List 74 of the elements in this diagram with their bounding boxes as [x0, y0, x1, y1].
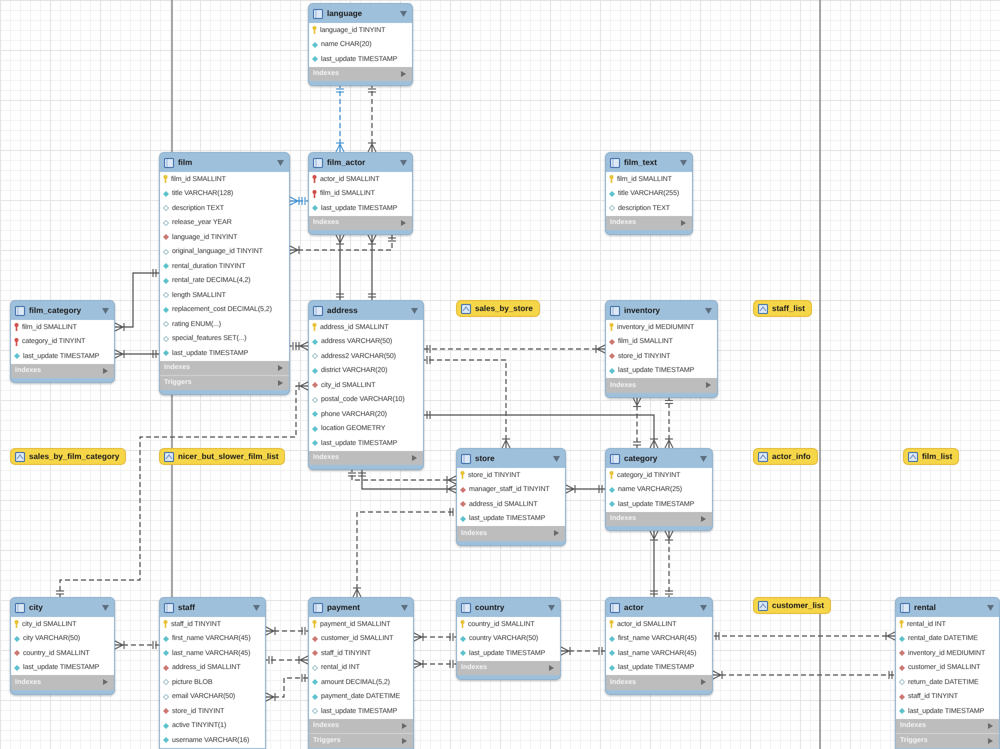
table-name: film_actor: [327, 158, 366, 167]
view-name: film_list: [922, 452, 952, 461]
view-badge: [753, 448, 818, 465]
table-name: staff: [178, 603, 196, 612]
relationship-line: [114, 268, 159, 332]
table-card: [605, 300, 718, 398]
relationship-line: [713, 632, 896, 640]
relationship-line: [566, 484, 605, 494]
relationship-line: [336, 86, 344, 152]
relationship-line: [290, 235, 396, 254]
table-name: category: [624, 454, 658, 463]
view-name: nicer_but_slower_film_list: [178, 452, 278, 461]
table-card: [308, 152, 413, 235]
table-name: payment: [327, 603, 361, 612]
table-card: [456, 448, 566, 546]
relationship-line: [336, 234, 344, 300]
view-name: staff_list: [772, 304, 805, 313]
view-name: sales_by_film_category: [29, 452, 120, 461]
table-name: film_category: [29, 306, 82, 315]
relationship-line: [266, 656, 308, 664]
table-name: city: [29, 603, 44, 612]
table-name: rental: [914, 603, 937, 612]
relationship-line: [266, 674, 308, 702]
view-badge: [159, 448, 286, 465]
relationship-line: [632, 397, 642, 448]
relationship-line: [414, 660, 456, 668]
table-card: [605, 448, 713, 531]
relationship-line: [290, 196, 308, 206]
table-name: actor: [624, 603, 645, 612]
relationship-line: [358, 470, 456, 494]
relationship-line: [348, 470, 456, 484]
relationship-line: [290, 342, 308, 350]
relationship-line: [56, 382, 308, 597]
view-name: sales_by_store: [475, 304, 533, 313]
relationship-line: [414, 632, 456, 642]
relationship-line: [650, 530, 658, 597]
table-card: [605, 152, 693, 235]
relationship-line: [712, 670, 895, 680]
table-name: address: [327, 306, 359, 315]
table-name: film_text: [624, 158, 658, 167]
table-card: [456, 597, 561, 680]
table-card: [308, 3, 413, 86]
relationship-line: [368, 234, 376, 300]
view-badge: [753, 300, 812, 317]
relationship-line: [664, 530, 674, 597]
table-card: [308, 597, 414, 749]
table-name: store: [475, 454, 496, 463]
table-card: [159, 152, 290, 394]
table-card: [10, 597, 115, 694]
relationship-line: [114, 640, 159, 650]
relationship-line: [352, 508, 456, 598]
view-name: actor_info: [772, 452, 811, 461]
table-card: [308, 300, 424, 470]
relationship-line: [560, 646, 605, 656]
relationship-line: [664, 398, 674, 448]
relationship-line: [424, 344, 606, 354]
view-badge: [456, 300, 540, 317]
view-badge: [10, 448, 126, 465]
table-name: inventory: [624, 306, 662, 315]
table-name: film: [178, 158, 194, 167]
table-card: [605, 597, 713, 694]
relationship-line: [266, 626, 308, 636]
table-name: language: [327, 9, 364, 18]
relationship-line: [424, 356, 510, 448]
table-name: country: [475, 603, 506, 612]
view-badge: [753, 597, 832, 614]
relationship-line: [368, 86, 376, 152]
relationship-line: [424, 410, 658, 448]
table-card: [159, 597, 266, 749]
relationship-line: [114, 350, 159, 358]
table-card: [895, 597, 1000, 749]
view-name: customer_list: [772, 601, 824, 610]
view-badge: [903, 448, 960, 465]
table-card: [10, 300, 115, 383]
